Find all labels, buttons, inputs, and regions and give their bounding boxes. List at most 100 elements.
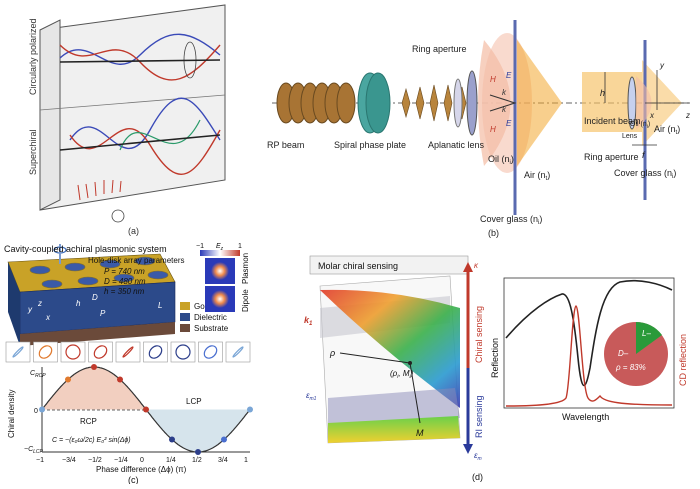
pie-label-l: L– [642, 329, 651, 338]
rp-beam [276, 82, 356, 124]
x-tick-label: 3/4 [218, 457, 228, 464]
polarization-state-box [225, 341, 251, 363]
x-tick-label: −1/2 [88, 457, 102, 464]
symbol-y: y [659, 61, 665, 70]
data-point [195, 449, 201, 455]
mode-dipole-field [211, 290, 229, 308]
panel-a: Circularly polarized Superchiral (a) [0, 0, 260, 240]
params-title: Hole-disk array parameters [88, 256, 184, 265]
label-rho: ρ [329, 348, 335, 358]
label-m: M [416, 428, 424, 438]
label-rp-beam: RP beam [267, 140, 304, 150]
label-ring-aperture-inset: Ring aperture [584, 152, 639, 162]
geom-p: P [100, 309, 106, 318]
holes [29, 256, 169, 289]
cd-curve [505, 305, 673, 407]
symbol-z: z [685, 111, 690, 120]
x-tick-label: 0 [140, 457, 144, 464]
colorbar-label: Ez [216, 243, 224, 252]
lcp-fill [146, 409, 250, 452]
param-d: D = 480 nm [104, 277, 146, 286]
label-molar: Molar chiral sensing [318, 261, 398, 271]
colorbar-min: −1 [196, 243, 204, 250]
geom-l: L [158, 301, 162, 310]
box-divider [39, 94, 226, 111]
colorbar [200, 250, 240, 256]
m-line [409, 362, 421, 424]
rcp-fill [42, 367, 146, 410]
point-rho-m [408, 361, 412, 365]
panel-b-figure: H E k H E k RP beam Spiral phase plate R… [267, 20, 692, 238]
polarization-state-box [88, 341, 113, 363]
caption-a: (a) [128, 226, 139, 236]
y-tick-crcp: CRCP [30, 370, 46, 379]
symbol-h-bottom: H [490, 125, 496, 134]
wave-blue-top [59, 33, 221, 65]
x-tick-label: −3/4 [62, 457, 76, 464]
caption-d: (d) [472, 472, 483, 482]
y-tick-clcp: −CLCP [24, 446, 44, 455]
structure-side [8, 262, 20, 346]
polarization-state-box [170, 341, 196, 363]
label-ri-sensing: RI sensing [474, 395, 484, 438]
pie-slice-l [636, 321, 662, 354]
label-cover-glass: Cover glass (ni) [480, 214, 542, 226]
legend-substrate: Substrate [194, 324, 229, 333]
symbol-e-bottom: E [506, 119, 512, 128]
symbol-f: f [642, 150, 646, 160]
polarization-state-box [5, 341, 31, 363]
data-point [91, 364, 97, 370]
data-points [39, 364, 253, 455]
legend-dielectric-swatch [180, 313, 190, 321]
label-oil-inset: Oil (ni) [630, 121, 650, 130]
rho-line [339, 352, 411, 364]
y-axis-label: Chiral density [7, 390, 16, 438]
label-eps-m1: εm1 [306, 391, 317, 402]
polarization-ellipse-icon [232, 346, 244, 358]
panel-c-figure: Cavity-coupled achiral plasmonic system … [4, 243, 253, 485]
legend-gold: Gold [194, 302, 211, 311]
geom-x: x [45, 313, 51, 322]
wave-red-top [59, 44, 221, 81]
symbol-e-top: E [506, 71, 512, 80]
symbol-k-top: k [502, 88, 507, 97]
inset-geometry [582, 40, 690, 200]
polarization-state-box [33, 341, 58, 363]
label-eps-m: εm [474, 451, 482, 462]
label-circularly-polarized: Circularly polarized [28, 18, 38, 95]
axis-bottom [59, 134, 221, 151]
data-point [221, 436, 227, 443]
geom-d: D [92, 293, 98, 302]
pie-label-rho: ρ = 83% [615, 363, 646, 372]
label-ring-aperture: Ring aperture [412, 44, 467, 54]
label-chiral-sensing: Chiral sensing [474, 306, 484, 363]
polarization-state-box [115, 341, 141, 363]
data-point [39, 406, 45, 413]
polarization-state-box [198, 341, 223, 363]
polarization-state-box [60, 341, 86, 363]
label-cd-reflection: CD reflection [678, 334, 688, 386]
spiral-phase-plate [357, 72, 391, 134]
base-plane [328, 416, 460, 443]
legend-dielectric: Dielectric [194, 313, 227, 322]
data-point [247, 406, 253, 413]
reflection-curve [505, 279, 673, 387]
x-tick-label: 1/2 [192, 457, 202, 464]
symbol-h: h [600, 88, 605, 98]
colorbar-max: 1 [238, 243, 242, 250]
ring-aperture [453, 78, 463, 128]
polarization-ellipse-icon [65, 344, 81, 360]
legend-gold-swatch [180, 302, 190, 310]
label-cover-glass-inset: Cover glass (ni) [614, 168, 676, 180]
panel-b: H E k H E k RP beam Spiral phase plate R… [262, 0, 700, 242]
polarization-ring-bottom [111, 209, 125, 223]
label-k1: k1 [304, 315, 313, 327]
label-lens: Lens [622, 133, 638, 140]
data-point [65, 376, 71, 383]
wave-green-bottom [119, 119, 201, 151]
symbol-h-top: H [490, 75, 496, 84]
structure-substrate [20, 322, 175, 346]
panel-c: Cavity-coupled achiral plasmonic system … [0, 242, 260, 485]
box-side [39, 19, 61, 211]
